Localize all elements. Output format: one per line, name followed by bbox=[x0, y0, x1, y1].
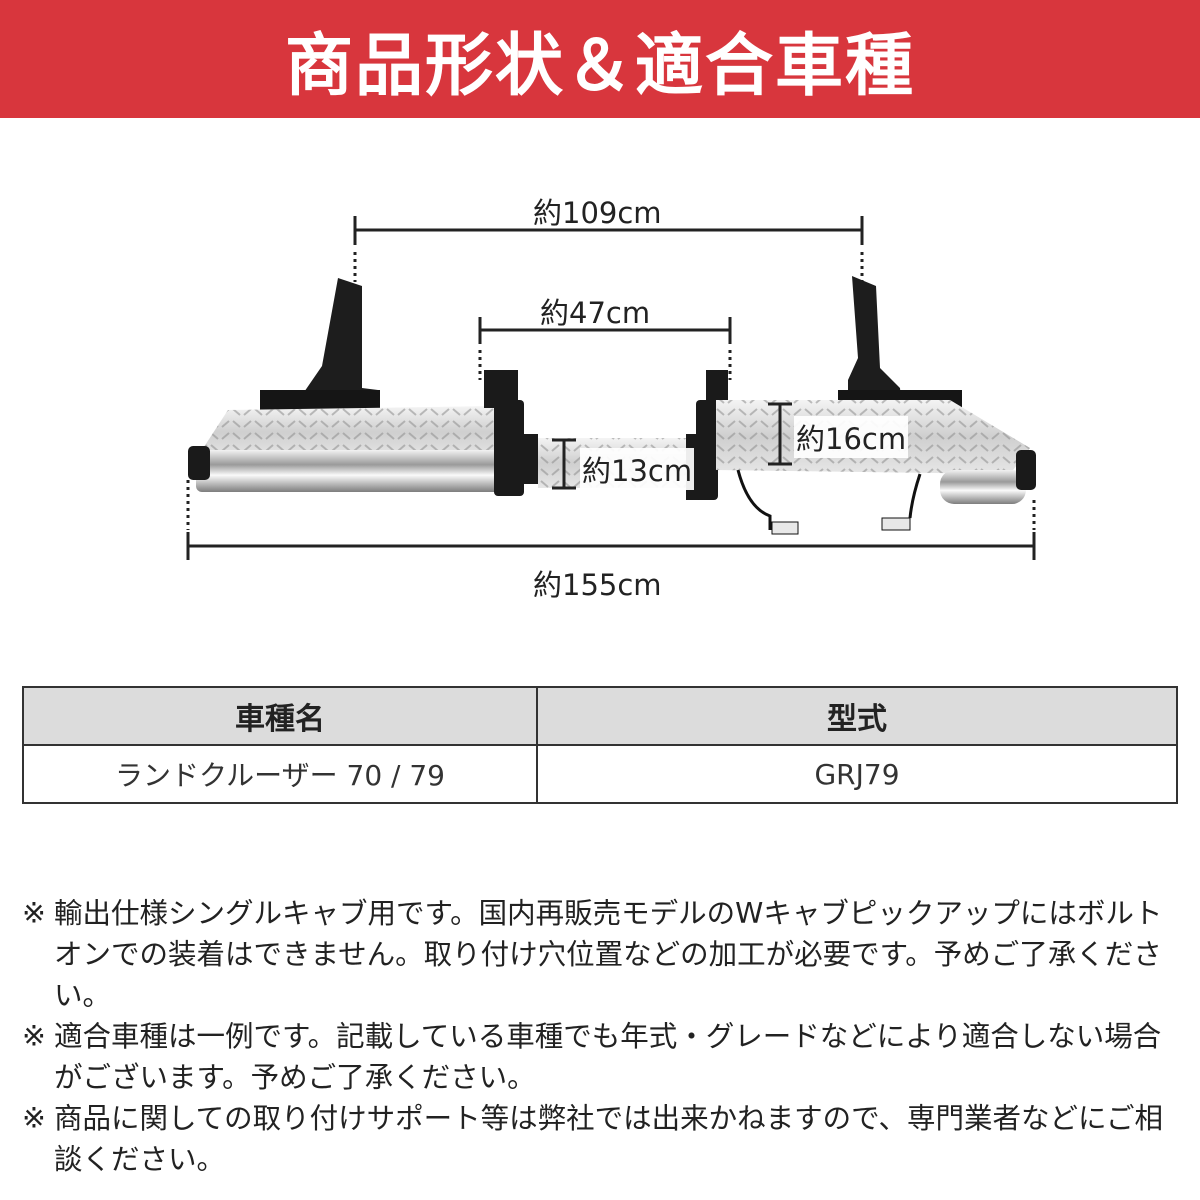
note-item: ※ 商品に関しての取り付けサポート等は弊社では出来かねますので、専門業者などにご… bbox=[22, 1098, 1182, 1180]
table-row: ランドクルーザー 70 / 79 GRJ79 bbox=[22, 744, 1178, 804]
notes-section: ※ 輸出仕様シングルキャブ用です。国内再販売モデルのWキャブピックアップにはボル… bbox=[22, 893, 1182, 1180]
cell-model-code: GRJ79 bbox=[536, 744, 1178, 804]
header-vehicle-name: 車種名 bbox=[22, 686, 538, 746]
table-header-row: 車種名 型式 bbox=[22, 686, 1178, 746]
dimension-label-16: 約16cm bbox=[794, 416, 909, 458]
right-mount-bracket bbox=[838, 276, 962, 412]
left-step bbox=[188, 370, 538, 496]
note-text: 商品に関しての取り付けサポート等は弊社では出来かねますので、専門業者などにご相談… bbox=[54, 1102, 1163, 1176]
banner-title: 商品形状＆適合車種 bbox=[284, 26, 915, 106]
header-banner: 商品形状＆適合車種 bbox=[0, 0, 1200, 118]
dimension-line-16 bbox=[768, 402, 792, 466]
note-mark: ※ bbox=[22, 897, 46, 930]
note-mark: ※ bbox=[22, 1020, 46, 1053]
dimension-label-13: 約13cm bbox=[580, 448, 695, 490]
dimension-line-155 bbox=[186, 480, 1036, 560]
dimension-line-109 bbox=[353, 216, 864, 282]
note-item: ※ 輸出仕様シングルキャブ用です。国内再販売モデルのWキャブピックアップにはボル… bbox=[22, 893, 1182, 1016]
dimension-line-13 bbox=[552, 438, 576, 490]
note-mark: ※ bbox=[22, 1102, 46, 1135]
left-mount-bracket bbox=[260, 278, 380, 412]
dimension-label-155: 約155cm bbox=[533, 568, 662, 602]
note-item: ※ 適合車種は一例です。記載している車種でも年式・グレードなどにより適合しない場… bbox=[22, 1016, 1182, 1098]
header-model-code: 型式 bbox=[536, 686, 1178, 746]
cell-vehicle-name: ランドクルーザー 70 / 79 bbox=[22, 744, 538, 804]
dimension-line-47 bbox=[478, 317, 732, 380]
note-text: 適合車種は一例です。記載している車種でも年式・グレードなどにより適合しない場合が… bbox=[54, 1020, 1162, 1094]
compatibility-table: 車種名 型式 ランドクルーザー 70 / 79 GRJ79 bbox=[22, 686, 1178, 804]
dimension-label-47: 約47cm bbox=[540, 296, 651, 330]
dimension-label-109: 約109cm bbox=[533, 196, 662, 230]
note-text: 輸出仕様シングルキャブ用です。国内再販売モデルのWキャブピックアップにはボルトオ… bbox=[54, 897, 1163, 1012]
product-diagram: 約109cm 約47cm 約16cm 約13cm 約155cm bbox=[0, 118, 1200, 658]
